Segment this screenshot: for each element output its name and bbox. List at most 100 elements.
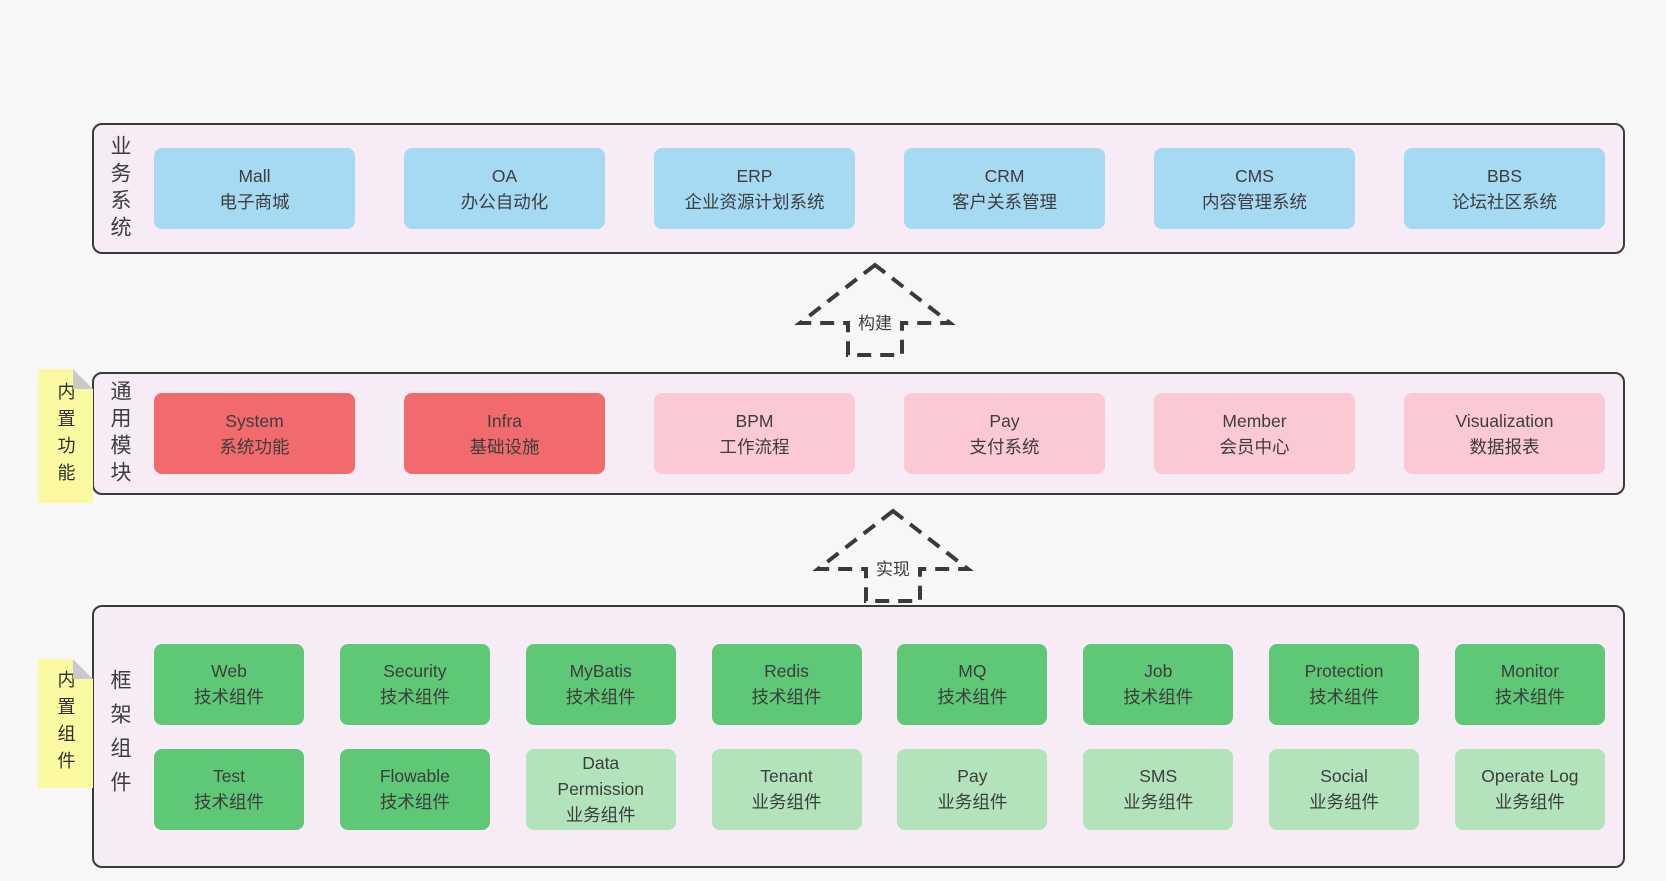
module-subtitle: 论坛社区系统 [1452,191,1557,212]
module-box-erp: ERP 企业资源计划系统 [654,148,855,229]
module-box-visualization: Visualization 数据报表 [1404,393,1605,474]
module-box-data-permission: Data Permission 业务组件 [525,748,676,830]
module-name: System [225,410,284,431]
module-box-security: Security 技术组件 [339,643,490,725]
module-name: BPM [735,410,774,431]
sticky-note-text: 内置组件 [55,669,76,778]
module-name: Pay [957,766,988,786]
module-subtitle: 业务组件 [1123,792,1194,812]
sticky-fold-icon [73,369,93,389]
module-subtitle: 技术组件 [1494,687,1565,707]
sticky-note-built-in-components: 内置组件 [38,659,93,788]
arrow-build: 构建 [790,260,960,360]
module-subtitle: 基础设施 [469,436,540,457]
module-subtitle: 技术组件 [379,687,450,707]
module-name: Flowable [379,766,450,786]
module-box-system: System 系统功能 [154,393,355,474]
module-subtitle: 系统功能 [219,436,290,457]
sticky-note-text: 内置功能 [55,382,76,490]
module-name: Redis [764,661,809,681]
band-framework-label: 框架组件 [108,668,131,805]
module-subtitle: 业务组件 [1494,792,1565,812]
module-name: Tenant [760,766,813,786]
module-box-mall: Mall 电子商城 [154,148,355,229]
module-subtitle: 内容管理系统 [1202,191,1307,212]
module-box-operate-log: Operate Log 业务组件 [1454,748,1605,830]
module-name: OA [491,165,518,186]
band-business-boxes: Mall 电子商城 OA 办公自动化 ERP 企业资源计划系统 CRM 客户关系管理 CMS 内容… [154,125,1605,252]
module-subtitle: 技术组件 [1309,687,1380,707]
module-subtitle: 技术组件 [379,792,450,812]
module-name: Security [383,661,447,681]
module-name: Visualization [1455,410,1554,431]
module-name: SMS [1139,766,1178,786]
module-subtitle: 会员中心 [1219,436,1290,457]
module-subtitle: 业务组件 [565,805,636,825]
module-name: BBS [1486,165,1523,186]
module-box-sms: SMS 业务组件 [1083,748,1234,830]
module-box-bbs: BBS 论坛社区系统 [1404,148,1605,229]
module-name: Social [1320,766,1368,786]
module-box-flowable: Flowable 技术组件 [339,748,490,830]
module-name: Test [212,766,246,786]
module-name: CMS [1235,165,1274,186]
module-box-job: Job 技术组件 [1083,643,1234,725]
module-subtitle: 业务组件 [1309,792,1380,812]
module-row: Mall 电子商城 OA 办公自动化 ERP 企业资源计划系统 CRM 客户关系管理 CMS 内容… [154,148,1605,229]
module-name: Mall [238,165,271,186]
module-name: Monitor [1500,661,1560,681]
module-subtitle: 技术组件 [194,687,264,707]
module-subtitle: 办公自动化 [460,191,549,212]
arrow-implement: 实现 [808,506,978,606]
module-box-protection: Protection 技术组件 [1269,643,1420,725]
module-subtitle: 技术组件 [751,687,822,707]
module-name: Protection [1304,661,1384,681]
band-modules-label: 通用模块 [108,379,131,488]
module-subtitle: 电子商城 [219,191,290,212]
module-name: Data Permission [557,753,644,799]
module-subtitle: 业务组件 [751,792,822,812]
sticky-fold-icon [73,659,93,679]
module-box-monitor: Monitor 技术组件 [1454,643,1605,725]
dashed-up-arrow-icon [794,262,956,357]
module-subtitle: 技术组件 [194,792,264,812]
arrow-build-label: 构建 [854,309,896,334]
module-subtitle: 支付系统 [969,436,1040,457]
module-subtitle: 业务组件 [937,792,1008,812]
module-box-cms: CMS 内容管理系统 [1154,148,1355,229]
module-box-pay: Pay 业务组件 [897,748,1048,830]
module-name: ERP [736,165,773,186]
sticky-note-built-in-features: 内置功能 [38,369,93,503]
module-box-social: Social 业务组件 [1269,748,1420,830]
module-box-test: Test 技术组件 [154,748,304,830]
module-subtitle: 客户关系管理 [952,191,1057,212]
module-name: Member [1222,410,1287,431]
band-business-label: 业务系统 [108,134,131,243]
dashed-up-arrow-icon [812,508,974,603]
module-name: MQ [958,661,987,681]
module-box-tenant: Tenant 业务组件 [711,748,862,830]
module-name: Pay [989,410,1020,431]
module-name: CRM [984,165,1025,186]
module-box-redis: Redis 技术组件 [711,643,862,725]
module-subtitle: 技术组件 [1123,687,1194,707]
module-name: Operate Log [1481,766,1579,786]
module-name: Job [1144,661,1173,681]
module-subtitle: 技术组件 [565,687,636,707]
module-subtitle: 数据报表 [1469,436,1540,457]
band-business-systems: 业务系统 Mall 电子商城 OA 办公自动化 ERP 企业资源计划系统 CRM 客户关系管理… [92,123,1625,254]
module-subtitle: 企业资源计划系统 [684,191,825,212]
arrow-implement-label: 实现 [872,555,914,580]
